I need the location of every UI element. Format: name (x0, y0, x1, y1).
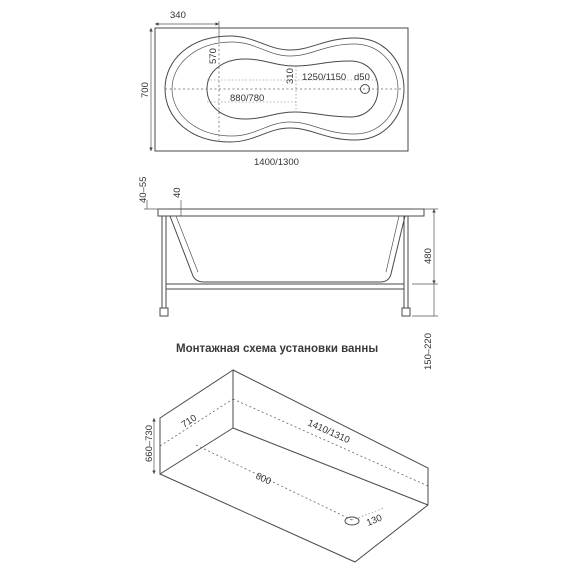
dim-700-label: 700 (140, 82, 151, 98)
dim-40-label: 40 (172, 187, 183, 198)
dim-1400-1300-label: 1400/1300 (254, 157, 299, 168)
guide-130 (351, 507, 385, 521)
side-view: 40–55 40 480 150–220 (138, 177, 438, 370)
dim-130-label: 130 (365, 513, 384, 529)
dim-800-label: 800 (254, 471, 273, 488)
install-view: 660–730 710 1410/1310 800 130 (144, 369, 429, 563)
dim-d50-label: d50 (354, 72, 370, 83)
dim-880-780-label: 880/780 (230, 93, 264, 104)
foot-left (159, 307, 169, 317)
tub-rim-side (157, 208, 425, 217)
dim-40-55-label: 40–55 (138, 177, 149, 203)
tub-wall-inner-right (385, 215, 400, 273)
niche-floor-wall-edge (232, 427, 429, 506)
niche-floor-edge (159, 473, 429, 563)
guide-800 (195, 444, 353, 521)
diagram-caption: Монтажная схема установки ванны (176, 343, 378, 355)
niche-side-wall-top (232, 369, 429, 505)
guide-710 (159, 398, 234, 447)
dim-310-label: 310 (285, 68, 296, 84)
tub-wall-inner-left (175, 215, 199, 273)
tub-inner-rim (171, 41, 399, 137)
dim-480-label: 480 (423, 248, 434, 264)
tub-outer-rim (164, 35, 405, 143)
top-view-outline (154, 27, 409, 152)
dim-150-220-label: 150–220 (423, 333, 434, 370)
drain-hole-icon (344, 516, 360, 526)
dim-1250-1150-label: 1250/1150 (302, 72, 346, 83)
top-view: 340 700 570 310 1250/1150 d50 880/780 14… (140, 10, 409, 168)
dim-570-label: 570 (208, 48, 219, 64)
dim-340-label: 340 (170, 10, 186, 21)
dim-710-label: 710 (180, 413, 199, 431)
frame-crossbar (165, 283, 405, 290)
dim-660-730-label: 660–730 (144, 425, 155, 462)
foot-right (401, 307, 411, 317)
tub-bottom-contour (206, 58, 379, 120)
drain-d50-icon (360, 84, 370, 94)
tub-body-side (169, 215, 406, 283)
